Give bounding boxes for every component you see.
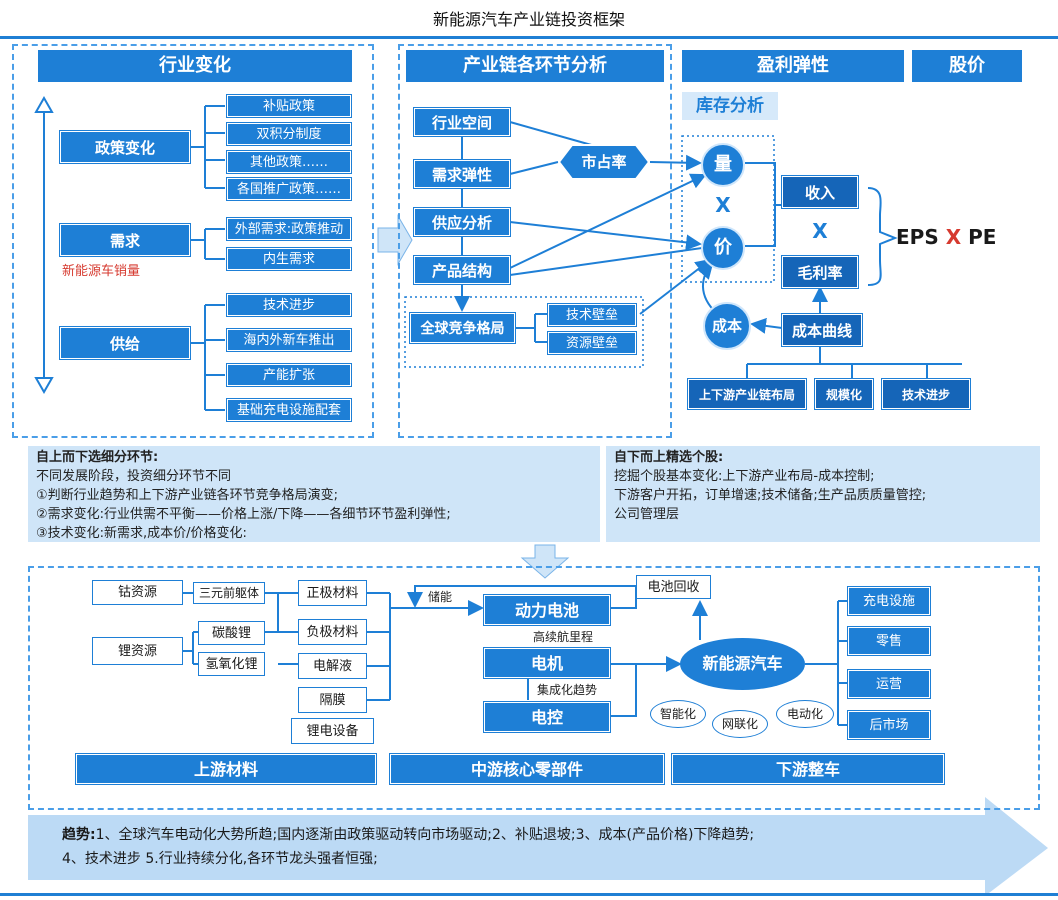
cost-factor-scale: 规模化	[815, 379, 873, 409]
long-range-label: 高续航里程	[533, 630, 594, 644]
industry-change-header: 行业变化	[38, 50, 352, 82]
trend-text: 趋势:1、全球汽车电动化大势所趋;国内逐渐由政策驱动转向市场驱动;2、补贴退坡;…	[62, 823, 992, 871]
trend-line-2: 4、技术进步 5.行业持续分化,各环节龙头强者恒强;	[62, 851, 378, 867]
top-down-line-2: ①判断行业趋势和上下游产业链各环节竞争格局演变;	[36, 488, 339, 503]
revenue-box: 收入	[782, 176, 858, 208]
volume-times-price-sign: X	[715, 193, 731, 217]
supply-item-new-cars: 海内外新车推出	[227, 329, 351, 351]
supply-box: 供给	[60, 327, 190, 359]
eps-pe-formula: EPS X PE	[896, 225, 1016, 249]
anode-material-box: 负极材料	[298, 619, 367, 645]
top-down-line-4: ③技术变化:新需求,成本价/价格变化:	[36, 526, 247, 541]
bottom-up-title: 自下而上精选个股:	[614, 450, 724, 465]
gross-margin-box: 毛利率	[782, 256, 858, 288]
bottom-up-panel: 自下而上精选个股: 挖掘个股基本变化:上下游产业布局-成本控制; 下游客户开拓，…	[606, 446, 1040, 542]
eps-times-sign: X	[945, 225, 962, 249]
policy-item-dual-credit: 双积分制度	[227, 123, 351, 145]
chain-item-global-competition: 全球竞争格局	[410, 313, 515, 343]
policy-item-subsidy: 补贴政策	[227, 95, 351, 117]
volume-circle: 量	[701, 143, 745, 187]
supply-item-capacity: 产能扩张	[227, 364, 351, 386]
supply-item-tech: 技术进步	[227, 294, 351, 316]
lithium-resource-box: 锂资源	[92, 637, 183, 665]
inventory-analysis-label: 库存分析	[682, 92, 778, 120]
trend-label: 趋势:	[62, 827, 96, 843]
pe-label: PE	[968, 225, 997, 249]
integration-trend-label: 集成化趋势	[537, 683, 598, 697]
bottom-up-line-2: 下游客户开拓，订单增速;技术储备;生产品质质量管控;	[614, 488, 927, 503]
bottom-up-line-3: 公司管理层	[614, 507, 680, 522]
cobalt-resource-box: 钴资源	[92, 580, 183, 605]
electrolyte-box: 电解液	[298, 653, 367, 679]
nev-ellipse: 新能源汽车	[680, 638, 805, 690]
chain-item-supply: 供应分析	[414, 208, 510, 236]
top-down-title: 自上而下选细分环节:	[36, 450, 159, 465]
tech-barrier-box: 技术壁垒	[548, 304, 636, 326]
market-share-label: 市占率	[581, 153, 627, 171]
cost-factor-layout: 上下游产业链布局	[688, 379, 806, 409]
supply-chain-section	[28, 566, 1040, 810]
chain-analysis-header: 产业链各环节分析	[406, 50, 664, 82]
top-divider	[0, 36, 1058, 39]
resource-barrier-box: 资源壁垒	[548, 332, 636, 354]
chain-analysis-section	[398, 44, 672, 438]
motor-box: 电机	[484, 648, 610, 678]
power-battery-box: 动力电池	[484, 595, 610, 625]
market-share-hexagon: 市占率	[558, 144, 650, 180]
revenue-times-margin-sign: X	[812, 219, 828, 243]
stock-price-header: 股价	[912, 50, 1022, 82]
cost-factor-tech: 技术进步	[882, 379, 970, 409]
lithium-hydroxide-box: 氢氧化锂	[198, 652, 265, 676]
policy-item-countries: 各国推广政策……	[227, 178, 351, 200]
top-down-line-3: ②需求变化:行业供需不平衡——价格上涨/下降——各细节环节盈利弹性;	[36, 507, 451, 522]
eps-label: EPS	[896, 225, 939, 249]
aftermarket-box: 后市场	[848, 711, 930, 739]
demand-box: 需求	[60, 224, 190, 256]
bottom-up-line-1: 挖掘个股基本变化:上下游产业布局-成本控制;	[614, 469, 875, 484]
cathode-material-box: 正极材料	[298, 580, 367, 606]
profit-elasticity-header: 盈利弹性	[682, 50, 904, 82]
electrification-trend: 电动化	[776, 700, 834, 728]
operation-box: 运营	[848, 670, 930, 698]
retail-box: 零售	[848, 627, 930, 655]
top-down-line-1: 不同发展阶段，投资细分环节不同	[36, 469, 232, 484]
separator-box: 隔膜	[298, 687, 367, 713]
cost-circle: 成本	[703, 302, 751, 350]
energy-storage-label: 储能	[428, 590, 453, 604]
chain-item-space: 行业空间	[414, 108, 510, 136]
electric-control-box: 电控	[484, 702, 610, 732]
price-circle: 价	[701, 226, 745, 270]
industry-change-section	[12, 44, 374, 438]
demand-item-internal: 内生需求	[227, 248, 351, 270]
battery-recycling-box: 电池回收	[636, 575, 711, 599]
top-down-panel: 自上而下选细分环节: 不同发展阶段，投资细分环节不同 ①判断行业趋势和上下游产业…	[28, 446, 600, 542]
downstream-vehicles-label: 下游整车	[672, 754, 944, 784]
policy-item-other: 其他政策……	[227, 151, 351, 173]
connected-trend: 网联化	[712, 710, 768, 738]
demand-item-external: 外部需求:政策推动	[227, 218, 351, 240]
charging-facility-box: 充电设施	[848, 587, 930, 615]
battery-equipment-box: 锂电设备	[291, 718, 374, 744]
lithium-carbonate-box: 碳酸锂	[198, 621, 265, 645]
chain-item-demand-elasticity: 需求弹性	[414, 160, 510, 188]
bottom-divider	[0, 893, 1058, 896]
upstream-materials-label: 上游材料	[76, 754, 376, 784]
supply-item-charging: 基础充电设施配套	[227, 399, 351, 421]
chain-item-product: 产品结构	[414, 256, 510, 284]
midstream-parts-label: 中游核心零部件	[390, 754, 664, 784]
page-title: 新能源汽车产业链投资框架	[432, 10, 625, 29]
policy-change-box: 政策变化	[60, 131, 190, 163]
cost-curve-box: 成本曲线	[782, 314, 862, 346]
intelligent-trend: 智能化	[650, 700, 706, 728]
trend-line-1: 1、全球汽车电动化大势所趋;国内逐渐由政策驱动转向市场驱动;2、补贴退坡;3、成…	[95, 827, 755, 843]
nev-sales-note: 新能源车销量	[62, 264, 141, 279]
ternary-precursor-box: 三元前躯体	[193, 582, 265, 604]
